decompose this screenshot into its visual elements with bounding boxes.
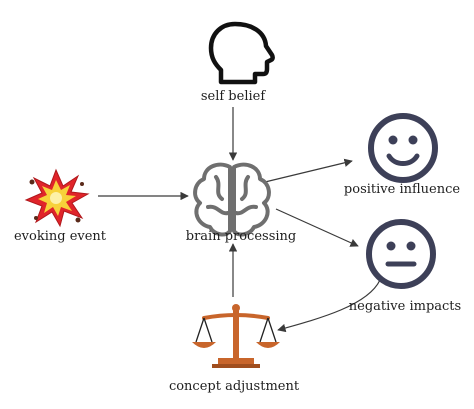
brain-icon: [193, 162, 271, 237]
head-silhouette-icon: [208, 21, 275, 85]
edges: [98, 107, 381, 333]
edge-brain-to-negative-impacts: [275, 208, 359, 247]
negative-impacts-label: negative impacts: [349, 299, 461, 314]
balance-scale-icon: [192, 304, 280, 368]
explosion-icon: [24, 168, 90, 228]
brain-processing-label: brain processing: [186, 229, 296, 244]
evoking-event-label: evoking event: [14, 229, 107, 244]
positive-influence-label: positive influence: [344, 182, 460, 197]
edge-negative-impacts-to-concept-adjustment: [277, 279, 381, 333]
self-belief-label: self belief: [201, 89, 266, 104]
smiley-face-icon: [368, 113, 438, 183]
edge-brain-to-positive-influence: [264, 158, 353, 183]
concept-adjustment-label: concept adjustment: [169, 379, 300, 394]
neutral-face-icon: [366, 219, 436, 289]
